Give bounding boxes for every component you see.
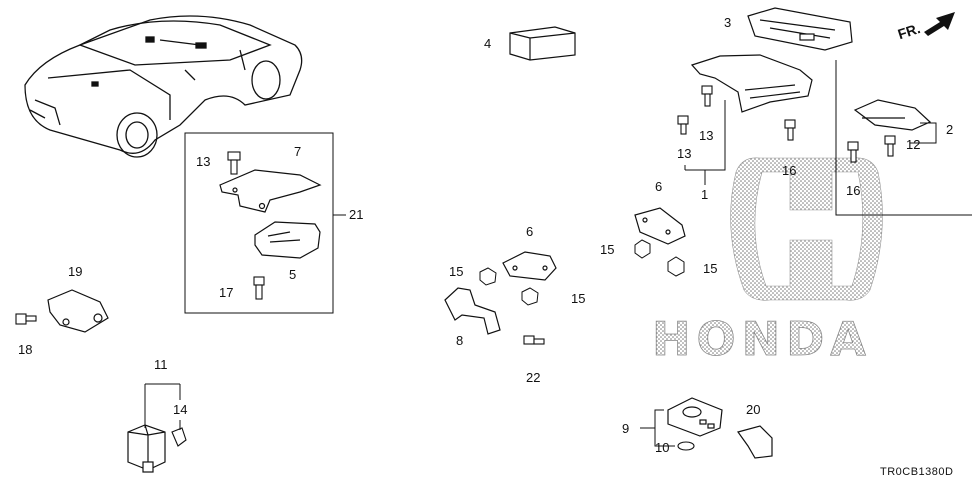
front-direction-arrow xyxy=(924,12,955,36)
callout-8: 8 xyxy=(456,333,464,348)
callout-19: 19 xyxy=(68,264,83,279)
bolt-13-upper xyxy=(701,85,713,107)
callout-11: 11 xyxy=(154,357,168,372)
callout-9: 9 xyxy=(622,421,630,436)
module-19 xyxy=(47,289,109,333)
callout-6-right: 6 xyxy=(655,179,663,194)
callout-16-left: 16 xyxy=(782,163,797,178)
callout-1: 1 xyxy=(701,187,709,202)
callout-4: 4 xyxy=(484,36,492,51)
callout-13-upper: 13 xyxy=(699,128,714,143)
callout-13-lower: 13 xyxy=(677,146,692,161)
vehicle-outline xyxy=(24,15,303,158)
clip-15-right-a xyxy=(634,239,651,259)
leader-lines-1 xyxy=(684,100,726,185)
bolt-13-lower xyxy=(677,115,689,135)
clip-14 xyxy=(171,427,187,447)
callout-14: 14 xyxy=(173,402,188,417)
callout-12: 12 xyxy=(906,137,921,152)
callout-15-center-a: 15 xyxy=(449,264,464,279)
assembly-box-21 xyxy=(184,132,346,314)
bracket-8 xyxy=(444,287,501,335)
callout-15-center-b: 15 xyxy=(571,291,586,306)
callout-15-right-a: 15 xyxy=(600,242,615,257)
key-fob-9 xyxy=(667,397,723,437)
clip-15-right-b xyxy=(667,256,685,277)
unit-4 xyxy=(509,26,576,61)
sensor-6-center xyxy=(502,251,557,281)
bolt-13-left xyxy=(227,151,241,175)
callout-2: 2 xyxy=(946,122,954,137)
callout-20: 20 xyxy=(746,402,761,417)
key-blade-20 xyxy=(737,425,773,459)
callout-7: 7 xyxy=(294,144,302,159)
bolt-18 xyxy=(15,313,37,325)
callout-22: 22 xyxy=(526,370,541,385)
diagram-code: TR0CB1380D xyxy=(880,466,954,478)
honda-wordmark: HONDA xyxy=(652,312,872,366)
clip-15-center-a xyxy=(479,267,497,286)
leader-lines-9 xyxy=(640,409,675,447)
bracket-1 xyxy=(690,54,813,113)
callout-16-right: 16 xyxy=(846,183,861,198)
callout-18: 18 xyxy=(18,342,33,357)
bolt-16-right xyxy=(847,141,859,163)
clip-15-center-b xyxy=(521,287,539,306)
callout-21: 21 xyxy=(349,207,364,222)
callout-5: 5 xyxy=(289,267,297,282)
unit-5 xyxy=(254,221,321,259)
leader-lines-2 xyxy=(835,60,972,216)
callout-3: 3 xyxy=(724,15,732,30)
bolt-16-left xyxy=(784,119,796,141)
callout-13-left: 13 xyxy=(196,154,211,169)
bolt-12 xyxy=(884,135,896,157)
honda-logo-watermark: HONDA xyxy=(652,157,883,366)
callout-15-right-b: 15 xyxy=(703,261,718,276)
leader-lines-11-14 xyxy=(144,383,181,430)
sensor-6-right xyxy=(634,207,686,245)
module-3 xyxy=(747,7,853,51)
bolt-22 xyxy=(523,335,545,345)
relay-11 xyxy=(127,424,166,473)
battery-10 xyxy=(677,441,695,451)
bolt-17 xyxy=(253,276,265,300)
callout-6-center: 6 xyxy=(526,224,534,239)
bracket-7 xyxy=(219,169,322,213)
callout-17: 17 xyxy=(219,285,234,300)
bracket-2 xyxy=(853,99,932,131)
callout-10: 10 xyxy=(655,440,670,455)
